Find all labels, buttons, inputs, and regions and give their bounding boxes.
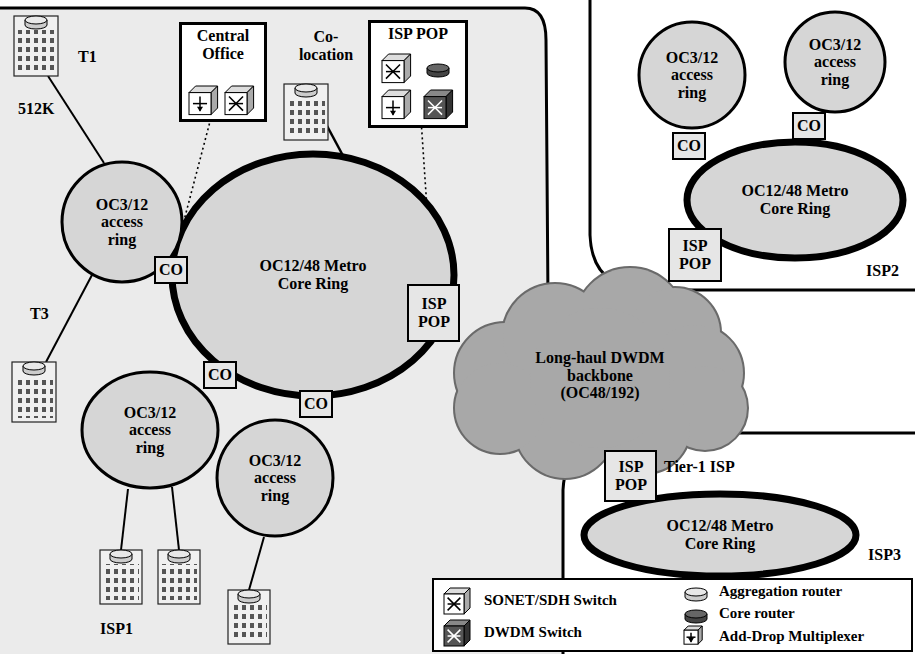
line-rate: T3 xyxy=(30,305,49,323)
co-box: CO xyxy=(203,361,237,389)
node-label: Long-haul DWDM backbone (OC48/192) xyxy=(535,349,665,402)
callout-title: Central Office xyxy=(183,27,263,62)
network-label: Tier-1 ISP xyxy=(664,458,735,476)
legend-label: Add-Drop Multiplexer xyxy=(719,628,864,645)
site-label: Co-location xyxy=(290,28,362,63)
callout-box: Central Office xyxy=(179,22,267,122)
line-rate: T1 xyxy=(78,48,97,66)
co-box: CO xyxy=(299,390,333,418)
callout-title: ISP POP xyxy=(388,25,448,43)
legend-label: Core router xyxy=(719,605,795,622)
node-label: ISP POP xyxy=(608,458,654,493)
co-box: CO xyxy=(792,112,826,140)
node-label: CO xyxy=(208,366,232,384)
region-label: ISP3 xyxy=(868,546,901,564)
co-box: CO xyxy=(154,256,188,284)
legend-label: SONET/SDH Switch xyxy=(484,592,617,609)
legend-label: Aggregation router xyxy=(719,583,842,600)
pop-box: ISP POP xyxy=(604,450,658,502)
region-label: ISP1 xyxy=(100,620,133,638)
metro-core-ring: OC12/48 Metro Core Ring xyxy=(580,490,860,580)
node-label: CO xyxy=(159,261,183,279)
node-label: OC12/48 Metro Core Ring xyxy=(730,182,860,217)
pop-box: ISP POP xyxy=(668,228,722,282)
access-ring: OC3/12 access ring xyxy=(215,418,335,538)
pop-box: ISP POP xyxy=(407,284,461,342)
legend-box: SONET/SDH SwitchDWDM Switch Aggregation r… xyxy=(432,578,913,652)
node-label: CO xyxy=(797,117,821,135)
node-label: OC12/48 Metro Core Ring xyxy=(248,257,378,292)
backbone-cloud: Long-haul DWDM backbone (OC48/192) xyxy=(445,278,755,473)
callout-box: ISP POP xyxy=(368,20,468,128)
access-ring: OC3/12 access ring xyxy=(783,10,887,114)
node-label: OC3/12 access ring xyxy=(661,49,723,102)
node-label: OC3/12 access ring xyxy=(117,404,183,457)
node-label: CO xyxy=(677,137,701,155)
node-label: OC3/12 access ring xyxy=(804,36,866,89)
legend-label: DWDM Switch xyxy=(484,624,582,641)
node-label: CO xyxy=(304,395,328,413)
node-label: ISP POP xyxy=(411,295,457,330)
access-ring: OC3/12 access ring xyxy=(637,20,747,130)
line-rate: 512K xyxy=(18,100,54,118)
region-label: ISP2 xyxy=(866,262,899,280)
node-label: OC3/12 access ring xyxy=(89,196,155,249)
node-label: ISP POP xyxy=(672,237,718,272)
node-label: OC12/48 Metro Core Ring xyxy=(650,517,790,552)
node-label: OC3/12 access ring xyxy=(242,452,308,505)
access-ring: OC3/12 access ring xyxy=(80,370,220,490)
co-box: CO xyxy=(672,132,706,160)
